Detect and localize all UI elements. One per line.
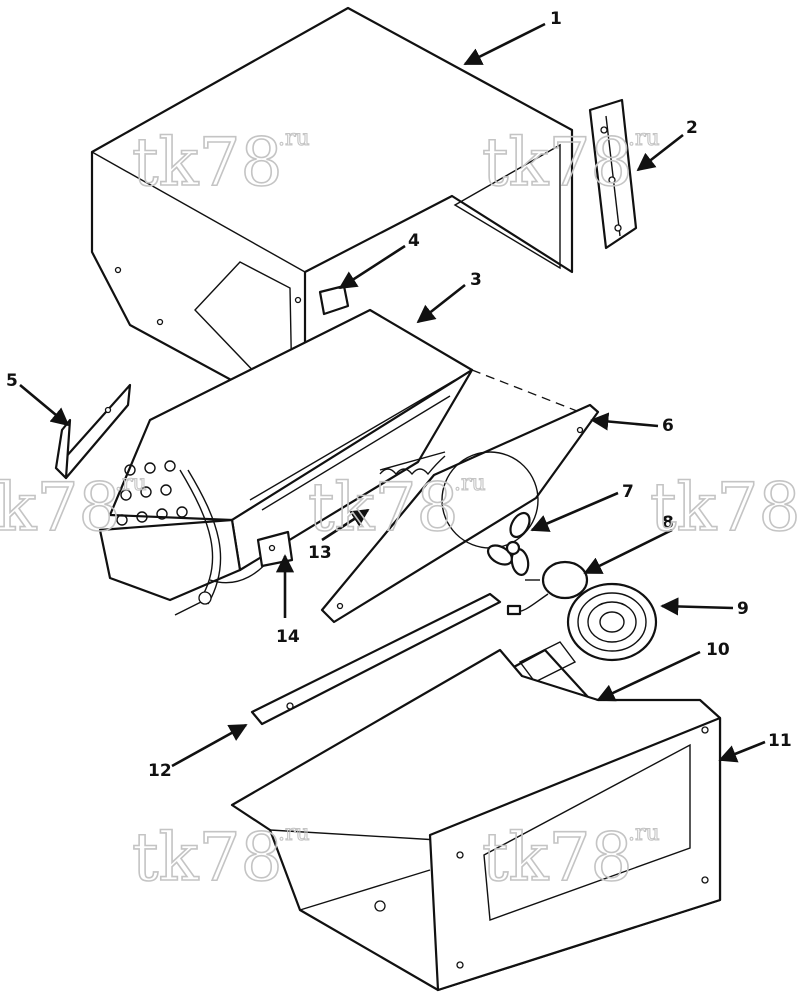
assembly-guide-line	[471, 369, 601, 421]
watermark-top-left: tk78	[132, 124, 283, 201]
callout-5: 5	[6, 371, 18, 391]
heater-strip	[379, 451, 446, 476]
base-pan	[230, 648, 722, 992]
callout-3: 3	[470, 270, 482, 290]
coil-fin-loops	[116, 460, 188, 526]
watermark-suffix-mid-center: .ru	[454, 471, 486, 496]
watermark-group: tk78 .ru tk78 .ru tk78 .ru tk78 .ru tk78…	[0, 123, 801, 897]
clip	[318, 284, 350, 316]
watermark-suffix-bottom-right: .ru	[628, 821, 660, 846]
fan-blade	[486, 511, 531, 576]
watermark-mid-left: tk78	[0, 469, 121, 546]
watermark-top-right: tk78	[482, 124, 633, 201]
side-bracket	[588, 98, 638, 250]
watermark-mid-right: tk78	[650, 469, 801, 546]
callout-8: 8	[662, 513, 674, 533]
callout-2: 2	[686, 118, 698, 138]
watermark-suffix-mid-left: .ru	[115, 471, 147, 496]
watermark-bottom-right: tk78	[482, 819, 633, 896]
end-bracket	[54, 383, 132, 480]
callout-12: 12	[148, 761, 172, 781]
callout-6: 6	[662, 416, 674, 436]
callout-labels: 1 2 3 4 5 6 7 8 9 10 11 12 13 14	[6, 9, 792, 781]
callout-10: 10	[706, 640, 730, 660]
watermark-bottom-left: tk78	[132, 819, 283, 896]
callout-13: 13	[308, 543, 332, 563]
callout-7: 7	[622, 482, 634, 502]
watermark-suffix-top-left: .ru	[278, 126, 310, 151]
coil-housing	[98, 308, 474, 616]
watermark-suffix-top-right: .ru	[628, 126, 660, 151]
leader-arrows	[19, 22, 766, 768]
watermark-suffix-bottom-left: .ru	[278, 821, 310, 846]
callout-9: 9	[737, 599, 749, 619]
callout-11: 11	[768, 731, 792, 751]
callout-1: 1	[550, 9, 562, 29]
fan-motor	[506, 560, 589, 616]
callout-4: 4	[408, 231, 420, 251]
watermark-mid-center: tk78	[308, 469, 459, 546]
fan-guard	[566, 582, 658, 662]
callout-14: 14	[276, 627, 300, 647]
drip-rail	[250, 592, 502, 726]
